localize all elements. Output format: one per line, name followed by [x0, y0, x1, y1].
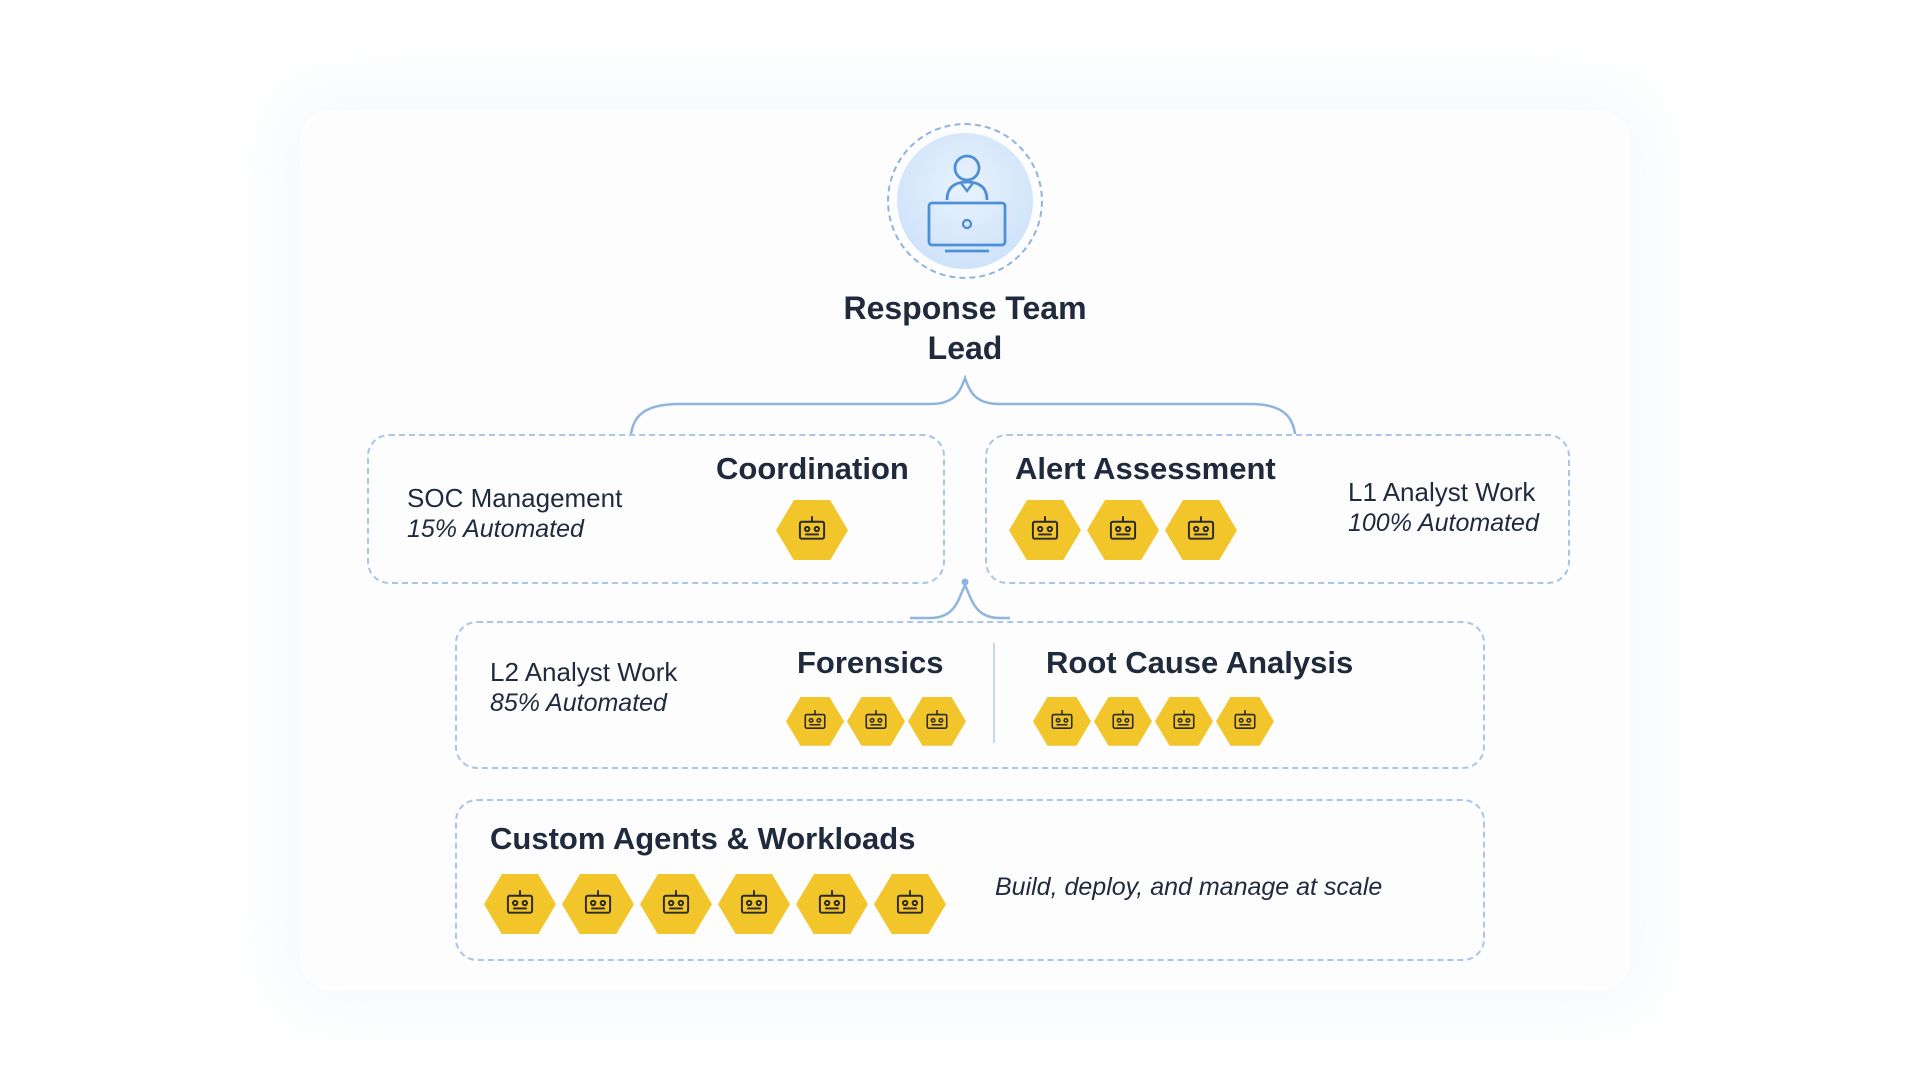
- coordination-heading: Coordination: [716, 451, 909, 486]
- forensics-agents: [786, 697, 966, 746]
- robot-face-icon: [1109, 515, 1137, 540]
- agent-hexagon: [562, 874, 634, 935]
- agent-hexagon: [847, 697, 905, 746]
- root-cause-analysis-agents: [1033, 697, 1274, 746]
- robot-face-icon: [798, 515, 826, 540]
- robot-face-icon: [1031, 515, 1059, 540]
- agent-hexagon: [1216, 697, 1274, 746]
- custom-agents-row: [484, 874, 946, 935]
- robot-face-icon: [1112, 709, 1134, 729]
- l2-section-divider: [993, 643, 995, 743]
- agent-hexagon: [1094, 697, 1152, 746]
- robot-face-icon: [1234, 709, 1256, 729]
- lead-connector-brace: [628, 374, 1298, 449]
- agent-hexagon: [776, 500, 848, 561]
- lead-title-line1: Response Team: [843, 290, 1087, 326]
- robot-face-icon: [506, 889, 534, 914]
- connector-dot-center: [961, 578, 969, 586]
- agent-hexagon: [796, 874, 868, 935]
- custom-agents-heading: Custom Agents & Workloads: [490, 821, 916, 856]
- soc-management-automation: 15% Automated: [407, 515, 584, 543]
- robot-face-icon: [896, 889, 924, 914]
- custom-agents-tagline: Build, deploy, and manage at scale: [995, 873, 1383, 901]
- coordination-agents: [776, 500, 848, 561]
- robot-face-icon: [1051, 709, 1073, 729]
- robot-face-icon: [662, 889, 690, 914]
- l2-connector-brace: [910, 582, 1010, 620]
- agent-hexagon: [1155, 697, 1213, 746]
- robot-face-icon: [926, 709, 948, 729]
- person-at-laptop-icon: [927, 154, 1007, 253]
- agent-hexagon: [1033, 697, 1091, 746]
- agent-hexagon: [1087, 500, 1159, 561]
- robot-face-icon: [584, 889, 612, 914]
- lead-title: Response Team Lead: [760, 288, 1170, 368]
- robot-face-icon: [865, 709, 887, 729]
- agent-hexagon: [786, 697, 844, 746]
- lead-avatar: [887, 123, 1043, 279]
- l1-analyst-label: L1 Analyst Work: [1348, 477, 1536, 507]
- soc-management-label: SOC Management: [407, 483, 623, 513]
- agent-hexagon: [640, 874, 712, 935]
- custom-agents-box: [455, 799, 1485, 961]
- l2-analyst-automation: 85% Automated: [490, 689, 667, 717]
- lead-title-line2: Lead: [927, 330, 1003, 366]
- agent-hexagon: [874, 874, 946, 935]
- agent-hexagon: [908, 697, 966, 746]
- robot-face-icon: [804, 709, 826, 729]
- forensics-heading: Forensics: [797, 645, 944, 680]
- robot-face-icon: [740, 889, 768, 914]
- robot-face-icon: [1173, 709, 1195, 729]
- l1-analyst-box: [985, 434, 1570, 584]
- agent-hexagon: [1009, 500, 1081, 561]
- agent-hexagon: [1165, 500, 1237, 561]
- alert-assessment-heading: Alert Assessment: [1015, 451, 1276, 486]
- soc-management-box: [367, 434, 945, 584]
- robot-face-icon: [818, 889, 846, 914]
- l2-analyst-label: L2 Analyst Work: [490, 657, 678, 687]
- agent-hexagon: [484, 874, 556, 935]
- l2-analyst-box: [455, 621, 1485, 769]
- root-cause-analysis-heading: Root Cause Analysis: [1046, 645, 1354, 680]
- robot-face-icon: [1187, 515, 1215, 540]
- alert-assessment-agents: [1009, 500, 1237, 561]
- agent-hexagon: [718, 874, 790, 935]
- l1-analyst-automation: 100% Automated: [1348, 509, 1539, 537]
